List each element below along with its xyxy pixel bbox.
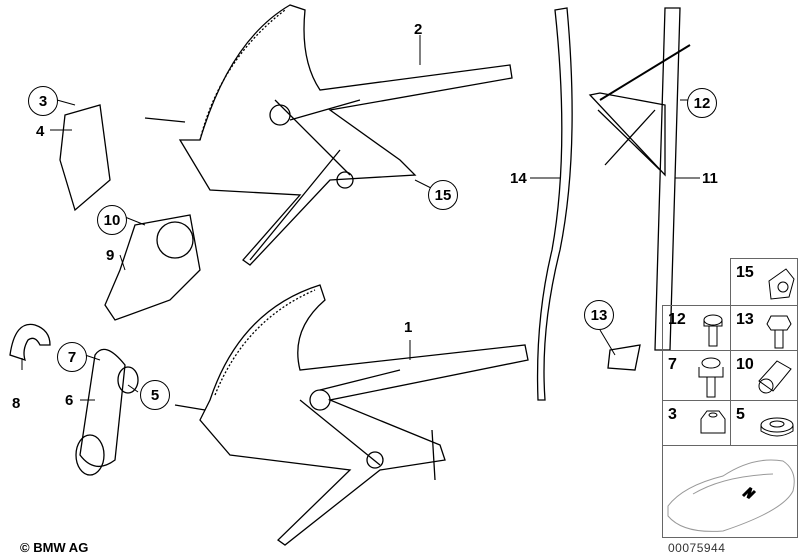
part-cell-12: 12 [662,305,731,351]
callout-2: 2 [414,21,423,38]
callout-13: 13 [584,300,614,330]
callout-1: 1 [404,319,413,336]
callout-11: 11 [702,170,718,187]
car-location-cell [662,445,798,538]
callout-3: 3 [28,86,58,116]
callout-5: 5 [140,380,170,410]
window-motor [104,214,201,321]
window-regulator-lower [174,284,529,546]
part-number: 7 [668,356,677,373]
part-cell-7: 7 [662,350,731,401]
part-cell-10: 10 [730,350,798,401]
image-code: 00075944 [668,541,726,555]
bracket [59,104,111,212]
callout-15: 15 [428,180,458,210]
part-number: 13 [736,311,754,328]
guide-rail [536,7,573,401]
callout-10: 10 [97,205,127,235]
cover [9,323,51,362]
screw-icon [703,314,723,347]
callout-14: 14 [510,170,527,187]
washer-icon [760,417,794,437]
bushing-icon [758,360,792,394]
part-number: 3 [668,406,677,423]
window-regulator-upper [144,4,513,266]
callout-12: 12 [687,88,717,118]
clip-icon [768,268,795,300]
part-cell-13: 13 [730,305,798,351]
callout-8: 8 [12,395,21,412]
part-cell-15: 15 [730,258,798,306]
callout-6: 6 [65,392,74,409]
drive-belt [75,348,139,476]
collar-screw-icon [698,357,724,398]
hex-bolt-icon [766,315,792,349]
part-cell-5: 5 [730,400,798,446]
part-number: 12 [668,311,686,328]
copyright: © BMW AG [20,540,89,555]
part-number: 10 [736,356,754,373]
part-number: 5 [736,406,745,423]
callout-9: 9 [106,247,115,264]
car-outline-icon [667,459,795,532]
nut-icon [700,410,726,434]
callout-7: 7 [57,342,87,372]
callout-4: 4 [36,123,45,140]
part-cell-3: 3 [662,400,731,446]
part-number: 15 [736,264,754,281]
